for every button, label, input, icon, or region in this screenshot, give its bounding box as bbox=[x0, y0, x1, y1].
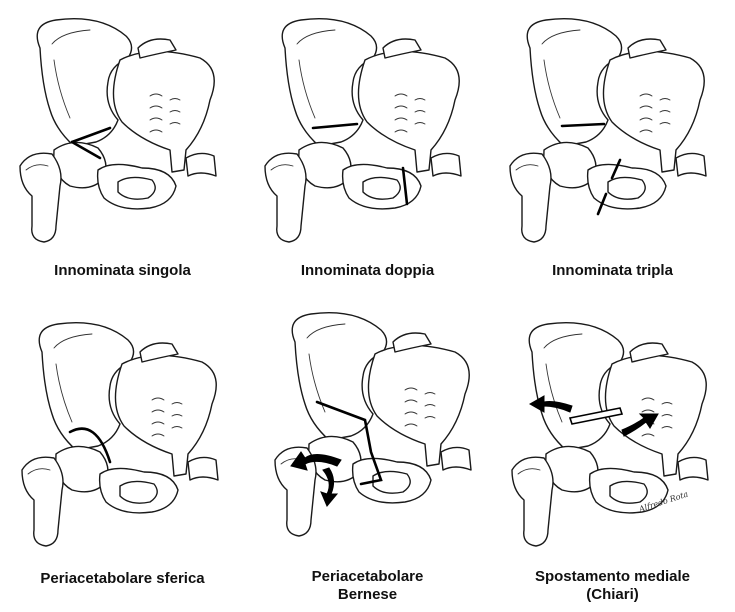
osteotomy-line bbox=[70, 126, 112, 160]
displacement-arrow-icon bbox=[528, 395, 573, 413]
osteotomy-line bbox=[311, 122, 359, 130]
rotation-arrow-icon bbox=[290, 451, 342, 471]
osteotomy-line bbox=[610, 158, 622, 180]
osteotomy-line bbox=[560, 122, 606, 128]
panel-caption: Innominata singola bbox=[0, 262, 245, 280]
osteotomy-line bbox=[596, 192, 608, 216]
caption-line: Innominata singola bbox=[54, 262, 191, 279]
osteotomy-line bbox=[401, 166, 409, 206]
caption-line: Innominata tripla bbox=[552, 262, 673, 279]
caption-line: Bernese bbox=[337, 586, 398, 603]
rotation-arrow-icon bbox=[320, 467, 339, 507]
pelvis-illustration bbox=[490, 0, 735, 250]
caption-line: Periacetabolare sferica bbox=[40, 570, 205, 587]
panel-periacetabolare-sferica: Periacetabolare sferica bbox=[0, 300, 245, 612]
pelvis-illustration bbox=[0, 300, 245, 550]
pelvis-illustration bbox=[0, 0, 245, 250]
caption-line: Periacetabolare bbox=[311, 568, 424, 585]
panel-periacetabolare-bernese: Periacetabolare Bernese bbox=[245, 300, 490, 612]
osteotomy-gap bbox=[568, 407, 624, 425]
osteotomy-line bbox=[68, 427, 112, 464]
panel-spostamento-mediale: Alfredo Rota Spostamento mediale (Chiari… bbox=[490, 300, 735, 612]
panel-caption: Innominata doppia bbox=[245, 262, 490, 280]
pelvis-illustration bbox=[245, 300, 490, 550]
osteotomy-line bbox=[315, 400, 383, 486]
pelvis-illustration bbox=[245, 0, 490, 250]
caption-line: (Chiari) bbox=[586, 586, 639, 603]
panel-caption: Periacetabolare sferica bbox=[0, 570, 245, 588]
panel-innominata-singola: Innominata singola bbox=[0, 0, 245, 300]
panel-innominata-doppia: Innominata doppia bbox=[245, 0, 490, 300]
panel-caption: Periacetabolare Bernese bbox=[245, 568, 490, 604]
caption-line: Innominata doppia bbox=[300, 262, 435, 279]
pelvis-illustration: Alfredo Rota bbox=[490, 300, 735, 550]
caption-line: Spostamento mediale bbox=[534, 568, 691, 585]
panel-innominata-tripla: Innominata tripla bbox=[490, 0, 735, 300]
displacement-arrow-icon bbox=[621, 413, 659, 437]
panel-caption: Spostamento mediale (Chiari) bbox=[490, 568, 735, 604]
panel-caption: Innominata tripla bbox=[490, 262, 735, 280]
